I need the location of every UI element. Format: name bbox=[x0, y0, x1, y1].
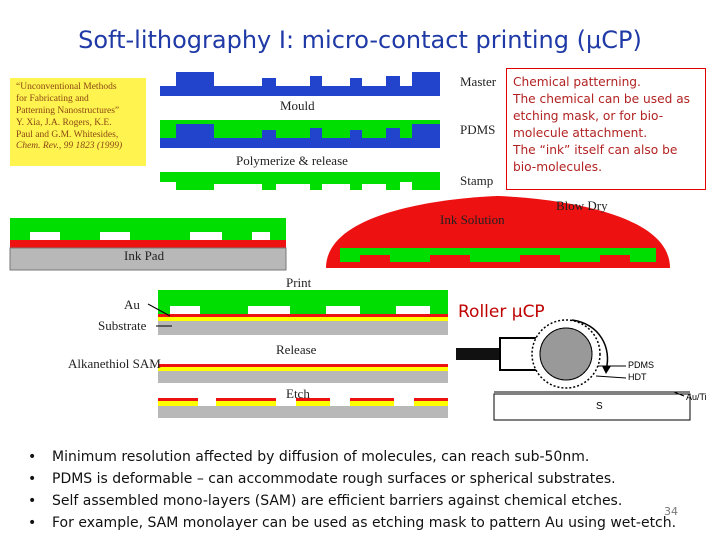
stamp-layer bbox=[160, 172, 440, 190]
ink-contact bbox=[158, 314, 448, 317]
bullet-item: •PDMS is deformable – can accommodate ro… bbox=[28, 471, 616, 487]
label-blow-dry: Blow Dry bbox=[556, 198, 608, 213]
slide-title: Soft-lithography I: micro-contact printi… bbox=[78, 26, 642, 54]
label-polymerize: Polymerize & release bbox=[236, 153, 348, 168]
bullet-text: Self assembled mono-layers (SAM) are eff… bbox=[52, 493, 623, 509]
au-release bbox=[158, 367, 448, 371]
citation-line: Patterning Nanostructures” bbox=[16, 105, 120, 116]
sam-release bbox=[158, 364, 448, 367]
bullet-list: •Minimum resolution affected by diffusio… bbox=[28, 446, 708, 534]
etched-pattern bbox=[158, 398, 448, 406]
bullet-item: •For example, SAM monolayer can be used … bbox=[28, 515, 677, 531]
note-line: molecule attachment. bbox=[513, 126, 648, 140]
label-substrate: Substrate bbox=[98, 318, 147, 333]
label-print: Print bbox=[286, 275, 312, 290]
label-master: Master bbox=[460, 74, 497, 89]
ink-layer bbox=[10, 240, 286, 248]
label-pdms: PDMS bbox=[460, 122, 496, 137]
bullet-item: •Self assembled mono-layers (SAM) are ef… bbox=[28, 493, 623, 509]
label-ink-pad: Ink Pad bbox=[124, 248, 165, 263]
print-stamp bbox=[158, 290, 448, 314]
au-layer bbox=[158, 317, 448, 321]
citation-journal: Chem. Rev., 99 1823 (1999) bbox=[16, 141, 123, 152]
roller-illustration bbox=[456, 319, 691, 421]
pdms-master bbox=[160, 124, 440, 148]
note-line: The chemical can be used as bbox=[513, 92, 691, 106]
label-stamp: Stamp bbox=[460, 173, 494, 188]
citation-box: “Unconventional Methods for Fabricating … bbox=[10, 78, 146, 166]
roller-hdt-label: HDT bbox=[628, 372, 647, 382]
note-line: Chemical patterning. bbox=[513, 75, 641, 89]
substrate-etch bbox=[158, 406, 448, 418]
roller-s-label: S bbox=[596, 401, 603, 412]
roller-title: Roller μCP bbox=[458, 302, 545, 322]
citation-line: for Fabricating and bbox=[16, 93, 89, 104]
bullet-text: Minimum resolution affected by diffusion… bbox=[52, 449, 590, 465]
roller-pdms-label: PDMS bbox=[628, 360, 655, 370]
label-etch: Etch bbox=[286, 386, 310, 401]
label-sam: Alkanethiol SAM bbox=[68, 356, 161, 371]
citation-line: Paul and G.M. Whitesides, bbox=[16, 129, 119, 140]
substrate-print bbox=[158, 321, 448, 335]
citation-line: Y. Xia, J.A. Rogers, K.E. bbox=[16, 117, 112, 128]
label-release: Release bbox=[276, 342, 317, 357]
bullet-text: PDMS is deformable – can accommodate rou… bbox=[52, 471, 616, 487]
note-line: etching mask, or for bio- bbox=[513, 109, 664, 123]
bullet-text: For example, SAM monolayer can be used a… bbox=[52, 515, 677, 531]
inked-stamp bbox=[10, 218, 286, 240]
label-mould: Mould bbox=[280, 98, 315, 113]
label-ink-solution: Ink Solution bbox=[440, 212, 505, 227]
citation-line: “Unconventional Methods bbox=[16, 82, 117, 92]
label-au: Au bbox=[124, 297, 140, 312]
pdms-fill bbox=[160, 120, 440, 138]
ink-pad bbox=[9, 247, 287, 271]
chemical-patterning-note: Chemical patterning. The chemical can be… bbox=[506, 68, 706, 190]
note-line: The “ink” itself can also be bbox=[513, 143, 678, 157]
roller-auti-label: Au/Ti bbox=[686, 392, 707, 402]
note-line: bio-molecules. bbox=[513, 160, 602, 174]
slide-number: 34 bbox=[664, 505, 678, 518]
master-layer bbox=[160, 72, 440, 96]
substrate-release bbox=[158, 371, 448, 383]
stamp-in-solution bbox=[340, 248, 656, 262]
bullet-item: •Minimum resolution affected by diffusio… bbox=[28, 449, 590, 465]
